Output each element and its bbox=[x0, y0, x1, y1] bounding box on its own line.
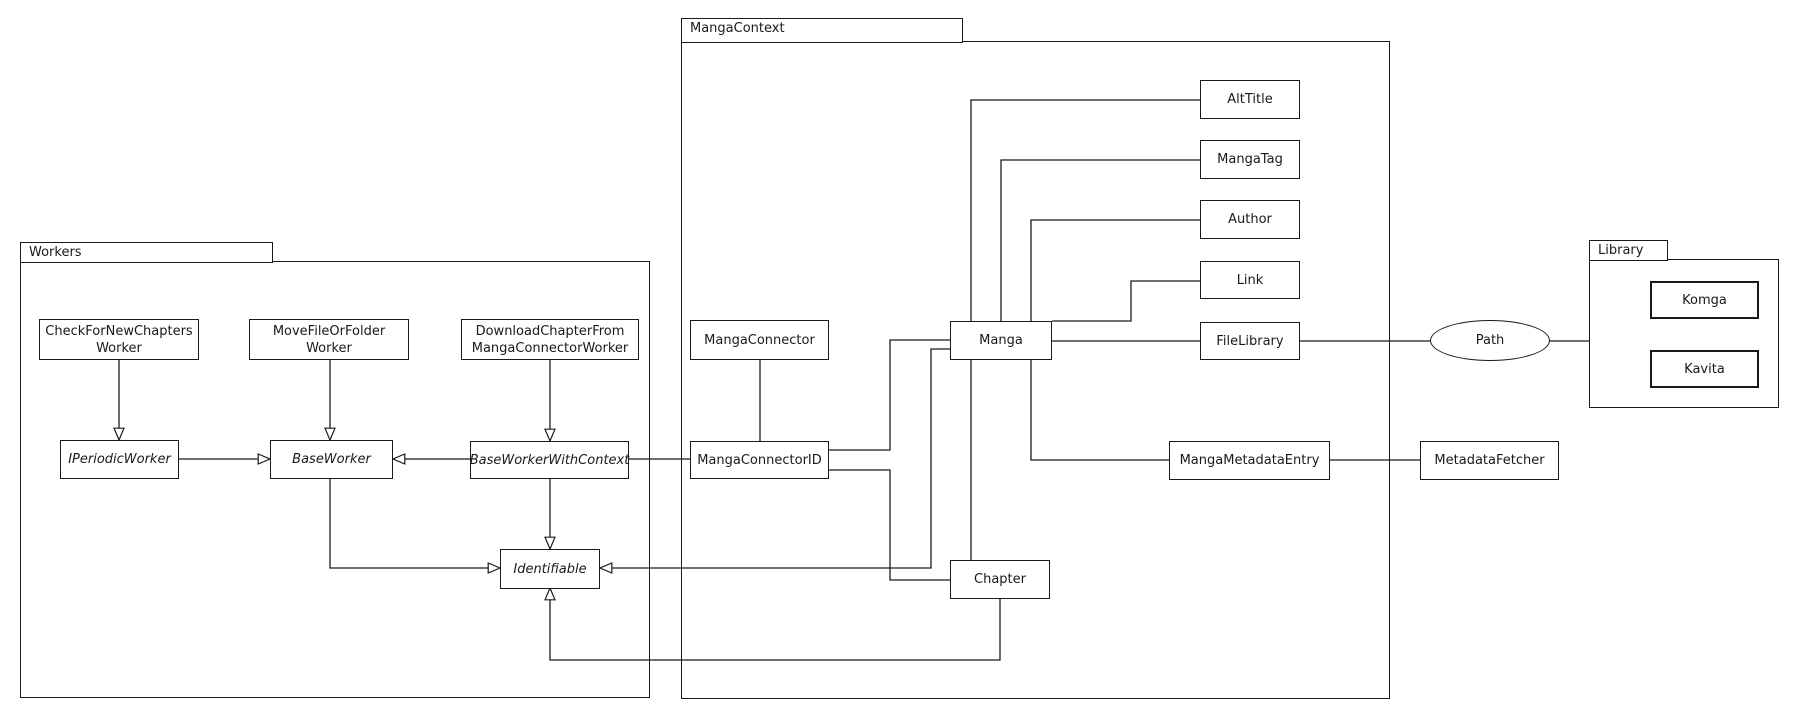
package-mangacontext-tab: MangaContext bbox=[681, 18, 963, 43]
class-box-mangaconnectorid: MangaConnectorID bbox=[690, 441, 829, 479]
class-box-author: Author bbox=[1200, 200, 1300, 239]
package-library-tab: Library bbox=[1589, 240, 1668, 261]
class-box-downloadchapterfrommangaconnectorworker: DownloadChapterFrom MangaConnectorWorker bbox=[461, 319, 639, 360]
class-box-mangametadataentry: MangaMetadataEntry bbox=[1169, 441, 1330, 480]
class-box-metadatafetcher: MetadataFetcher bbox=[1420, 441, 1559, 480]
class-box-manga: Manga bbox=[950, 321, 1052, 360]
class-box-iperiodicworker: IPeriodicWorker bbox=[60, 440, 179, 479]
package-mangacontext-label: MangaContext bbox=[690, 21, 785, 36]
class-box-mangaconnector: MangaConnector bbox=[690, 320, 829, 360]
usecase-ellipse-path: Path bbox=[1430, 320, 1550, 361]
package-workers-label: Workers bbox=[29, 245, 82, 260]
class-box-mangatag: MangaTag bbox=[1200, 140, 1300, 179]
class-box-baseworkerwithcontext: BaseWorkerWithContext bbox=[470, 441, 629, 479]
class-box-baseworker: BaseWorker bbox=[270, 440, 393, 479]
class-box-komga: Komga bbox=[1650, 281, 1759, 319]
class-box-kavita: Kavita bbox=[1650, 350, 1759, 388]
package-library-label: Library bbox=[1598, 243, 1644, 258]
class-box-alttitle: AltTitle bbox=[1200, 80, 1300, 119]
class-box-chapter: Chapter bbox=[950, 560, 1050, 599]
class-box-link: Link bbox=[1200, 261, 1300, 299]
class-box-movefileorfolderworker: MoveFileOrFolder Worker bbox=[249, 319, 409, 360]
class-box-identifiable: Identifiable bbox=[500, 549, 600, 589]
class-box-checkfornewchaptersworker: CheckForNewChapters Worker bbox=[39, 319, 199, 360]
class-box-filelibrary: FileLibrary bbox=[1200, 322, 1300, 360]
package-workers-tab: Workers bbox=[20, 242, 273, 263]
